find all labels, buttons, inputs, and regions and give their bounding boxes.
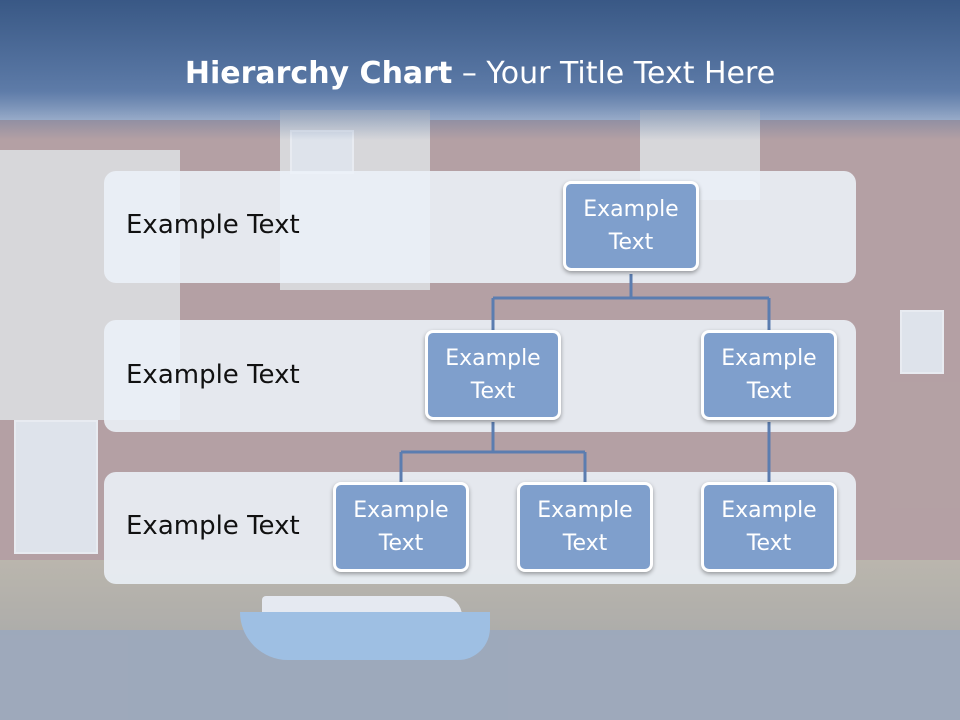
row-label-3: Example Text [126,511,300,541]
node-level2-right[interactable]: Example Text [701,330,837,420]
node-level2-left-text: Example Text [445,346,541,404]
title-rest: – Your Title Text Here [452,56,776,91]
node-level2-left[interactable]: Example Text [425,330,561,420]
node-level3-right[interactable]: Example Text [701,482,837,572]
node-level3-middle-text: Example Text [537,498,633,556]
node-root-text: Example Text [583,197,679,255]
slide-title: Hierarchy Chart – Your Title Text Here [0,56,960,91]
node-root[interactable]: Example Text [563,181,699,271]
connector-root [491,274,771,330]
node-level2-right-text: Example Text [721,346,817,404]
title-bold: Hierarchy Chart [184,56,453,91]
row-band-1 [104,171,856,283]
row-label-1: Example Text [126,210,300,240]
node-level3-right-text: Example Text [721,498,817,556]
node-level3-left[interactable]: Example Text [333,482,469,572]
node-level3-middle[interactable]: Example Text [517,482,653,572]
node-level3-left-text: Example Text [353,498,449,556]
connector-left [399,422,587,482]
row-label-2: Example Text [126,360,300,390]
